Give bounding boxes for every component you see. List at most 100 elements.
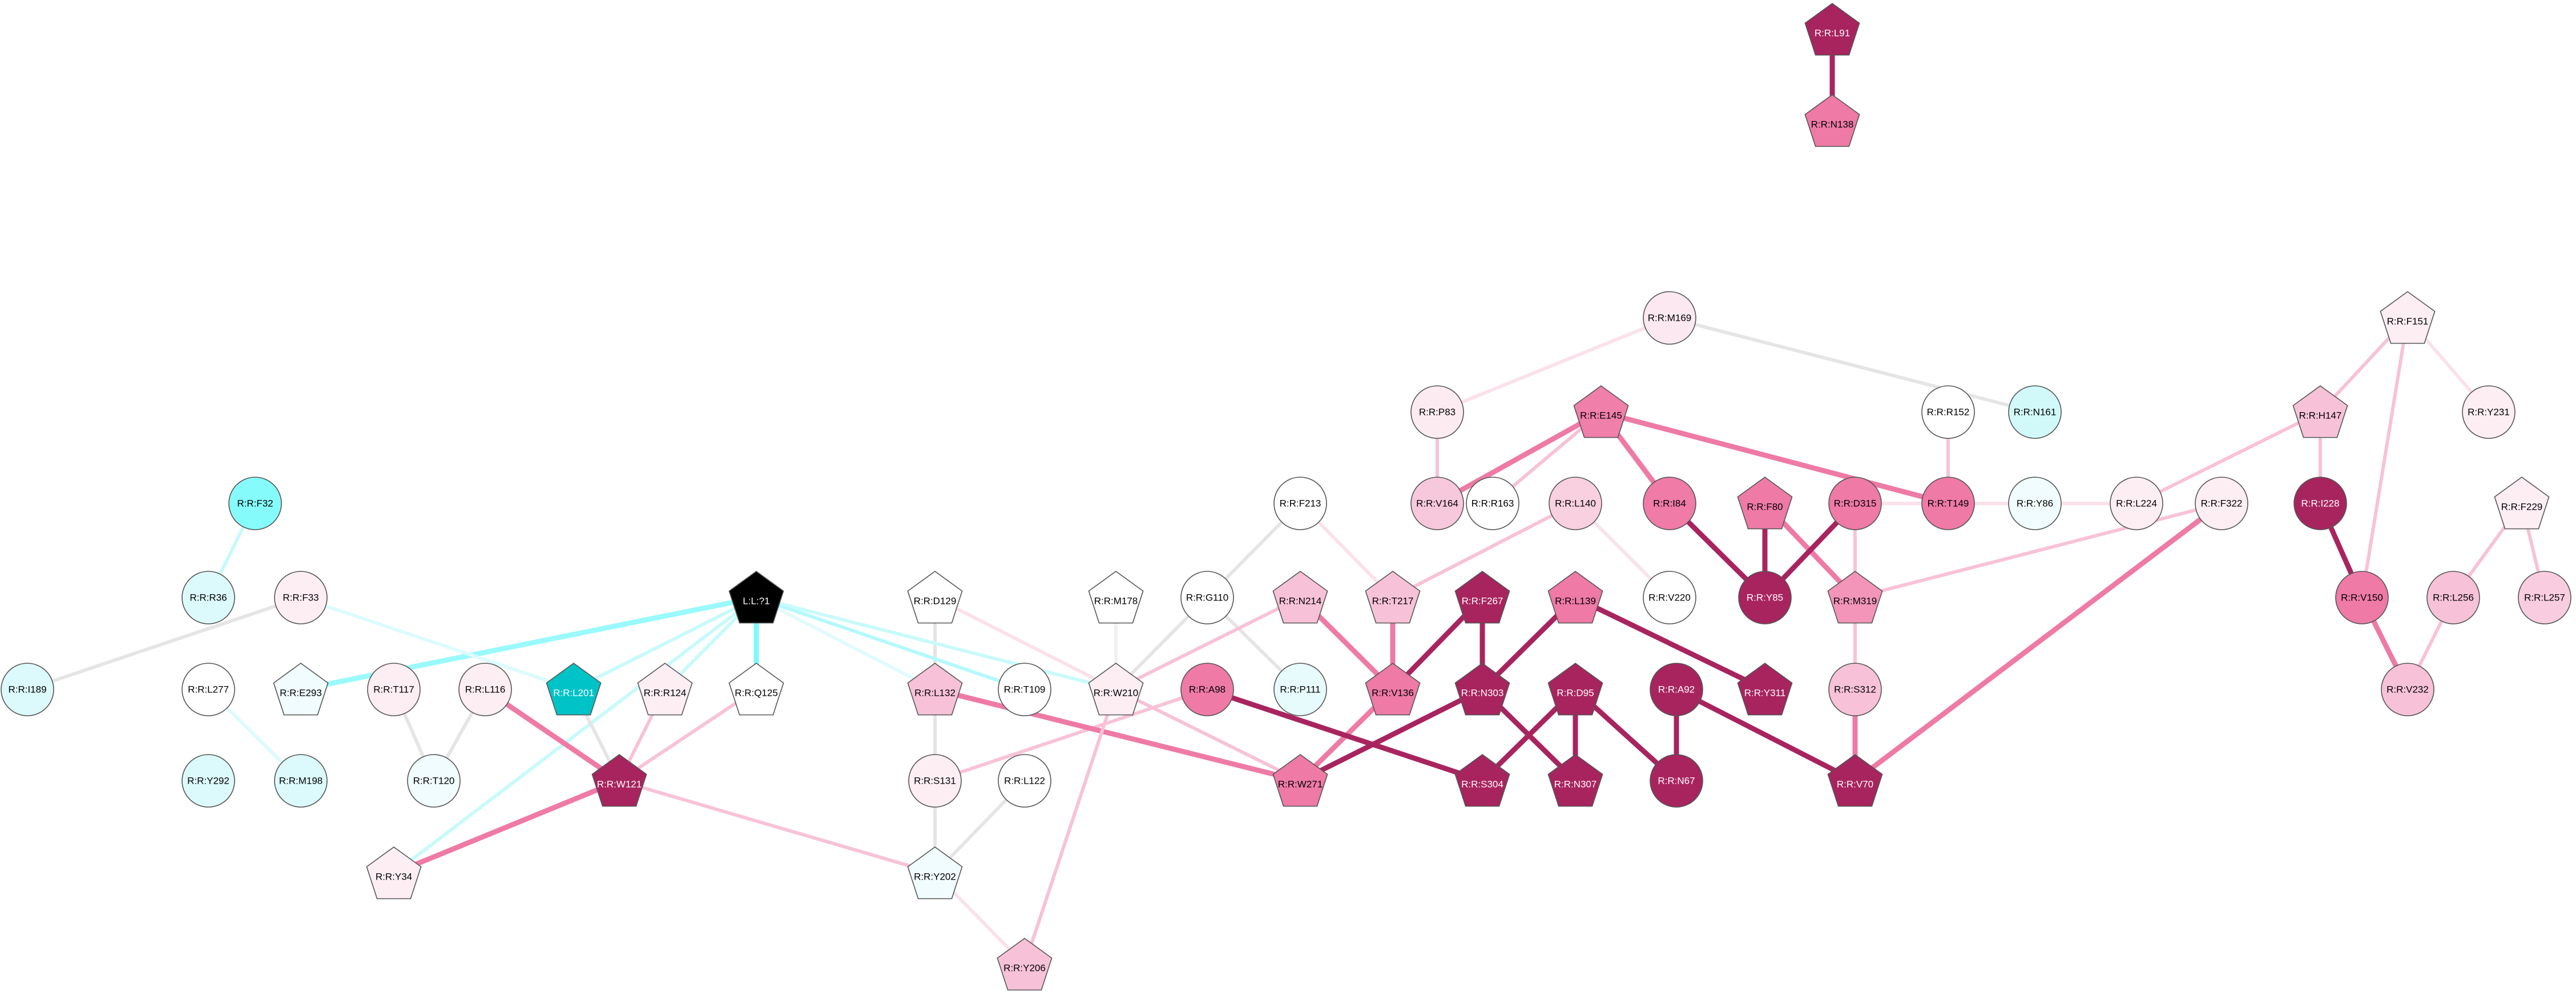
pentagon-node-shape (907, 571, 963, 624)
node-V164[interactable]: R:R:V164 (1410, 477, 1464, 530)
node-W271[interactable]: R:R:W271 (1272, 754, 1328, 807)
node-P111[interactable]: R:R:P111 (1273, 663, 1327, 716)
node-T109[interactable]: R:R:T109 (998, 663, 1051, 716)
node-F80[interactable]: R:R:F80 (1737, 477, 1793, 530)
node-Y311[interactable]: R:R:Y311 (1737, 663, 1793, 716)
node-W210[interactable]: R:R:W210 (1088, 663, 1144, 716)
node-G110[interactable]: R:R:G110 (1180, 571, 1234, 624)
node-label: R:R:T217 (1372, 596, 1414, 607)
node-Y34[interactable]: R:R:Y34 (366, 846, 422, 900)
node-E145[interactable]: R:R:E145 (1573, 385, 1629, 438)
node-N303[interactable]: R:R:N303 (1454, 663, 1510, 716)
node-R36[interactable]: R:R:R36 (182, 571, 235, 624)
node-L139[interactable]: R:R:L139 (1547, 571, 1603, 624)
pentagon-node-shape (1547, 754, 1603, 807)
node-V70[interactable]: R:R:V70 (1827, 754, 1883, 807)
node-F32[interactable]: R:R:F32 (228, 477, 282, 530)
node-S312[interactable]: R:R:S312 (1828, 663, 1882, 716)
circle-node-shape (1828, 477, 1882, 530)
node-R124[interactable]: R:R:R124 (637, 663, 693, 716)
node-label: R:R:Y86 (2017, 498, 2053, 509)
node-E293[interactable]: R:R:E293 (273, 663, 329, 716)
node-L224[interactable]: R:R:L224 (2110, 477, 2163, 530)
node-F267[interactable]: R:R:F267 (1454, 571, 1510, 624)
circle-node-shape (182, 754, 235, 808)
node-L91_lig[interactable]: L:L:?1 (728, 571, 784, 624)
node-L116[interactable]: R:R:L116 (458, 663, 512, 716)
node-M169[interactable]: R:R:M169 (1643, 291, 1696, 345)
node-L277[interactable]: R:R:L277 (182, 663, 235, 716)
node-M319[interactable]: R:R:M319 (1827, 571, 1883, 624)
node-Y231[interactable]: R:R:Y231 (2462, 385, 2515, 439)
node-N138[interactable]: R:R:N138 (1804, 94, 1860, 147)
node-R163[interactable]: R:R:R163 (1466, 477, 1519, 530)
node-W121[interactable]: R:R:W121 (591, 754, 647, 807)
node-F151[interactable]: R:R:F151 (2380, 291, 2436, 344)
node-label: R:R:W121 (597, 779, 642, 790)
node-Y206[interactable]: R:R:Y206 (997, 938, 1053, 991)
node-label: R:R:L277 (188, 684, 229, 695)
node-L256[interactable]: R:R:L256 (2426, 571, 2480, 624)
node-F322[interactable]: R:R:F322 (2195, 477, 2248, 530)
node-Q125[interactable]: R:R:Q125 (728, 663, 784, 716)
pentagon-node-shape (1365, 571, 1421, 624)
edge-F322-M319 (1853, 502, 2223, 599)
node-F33[interactable]: R:R:F33 (274, 571, 328, 624)
node-I228[interactable]: R:R:I228 (2293, 477, 2347, 530)
circle-node-shape (458, 663, 512, 716)
node-N214[interactable]: R:R:N214 (1272, 571, 1328, 624)
node-Y86[interactable]: R:R:Y86 (2008, 477, 2062, 530)
node-L122[interactable]: R:R:L122 (998, 754, 1051, 808)
node-Y292[interactable]: R:R:Y292 (182, 754, 235, 808)
edge-A98-S304 (1204, 687, 1485, 784)
node-N161[interactable]: R:R:N161 (2008, 385, 2062, 439)
circle-node-shape (274, 754, 328, 808)
node-L140[interactable]: R:R:L140 (1549, 477, 1602, 530)
node-T217[interactable]: R:R:T217 (1365, 571, 1421, 624)
node-D95[interactable]: R:R:D95 (1547, 663, 1603, 716)
circle-node-shape (182, 663, 235, 716)
node-I84[interactable]: R:R:I84 (1643, 477, 1696, 530)
node-F213[interactable]: R:R:F213 (1273, 477, 1327, 530)
node-L91[interactable]: R:R:L91 (1804, 3, 1860, 56)
node-A98[interactable]: R:R:A98 (1180, 663, 1234, 716)
node-T117[interactable]: R:R:T117 (367, 663, 421, 716)
node-Y202[interactable]: R:R:Y202 (907, 846, 963, 900)
node-label: R:R:I228 (2301, 498, 2339, 509)
node-label: R:R:E145 (1580, 410, 1622, 421)
node-S131[interactable]: R:R:S131 (908, 754, 962, 808)
node-L201[interactable]: R:R:L201 (546, 663, 602, 716)
node-D129[interactable]: R:R:D129 (907, 571, 963, 624)
node-V232[interactable]: R:R:V232 (2381, 663, 2434, 716)
node-N307[interactable]: R:R:N307 (1547, 754, 1603, 807)
node-label: R:R:L257 (2524, 592, 2565, 603)
pentagon-node-shape (1272, 754, 1328, 807)
pentagon-node-shape (1272, 571, 1328, 624)
edge-L91_lig-L132 (755, 596, 937, 691)
node-M178[interactable]: R:R:M178 (1088, 571, 1144, 624)
node-label: R:R:V136 (1372, 688, 1414, 699)
node-M198[interactable]: R:R:M198 (274, 754, 328, 808)
circle-node-shape (1921, 477, 1975, 530)
node-P83[interactable]: R:R:P83 (1410, 385, 1464, 439)
node-R152[interactable]: R:R:R152 (1921, 385, 1975, 439)
node-F229[interactable]: R:R:F229 (2494, 477, 2550, 530)
node-S304[interactable]: R:R:S304 (1454, 754, 1510, 807)
node-V136[interactable]: R:R:V136 (1365, 663, 1421, 716)
node-T120[interactable]: R:R:T120 (407, 754, 461, 808)
node-V220[interactable]: R:R:V220 (1643, 571, 1696, 624)
node-V150[interactable]: R:R:V150 (2335, 571, 2389, 624)
node-D315[interactable]: R:R:D315 (1828, 477, 1882, 530)
node-label: R:R:M178 (1094, 596, 1138, 607)
circle-node-shape (1828, 663, 1882, 716)
node-I189[interactable]: R:R:I189 (1, 663, 54, 716)
node-Y85[interactable]: R:R:Y85 (1738, 571, 1792, 624)
node-A92[interactable]: R:R:A92 (1650, 663, 1703, 716)
edge-A98-S131 (933, 688, 1209, 783)
node-L132[interactable]: R:R:L132 (907, 663, 963, 716)
node-N67[interactable]: R:R:N67 (1650, 754, 1703, 808)
node-L257[interactable]: R:R:L257 (2518, 571, 2571, 624)
node-H147[interactable]: R:R:H147 (2292, 385, 2348, 438)
node-T149[interactable]: R:R:T149 (1921, 477, 1975, 530)
pentagon-node-shape (273, 663, 329, 716)
